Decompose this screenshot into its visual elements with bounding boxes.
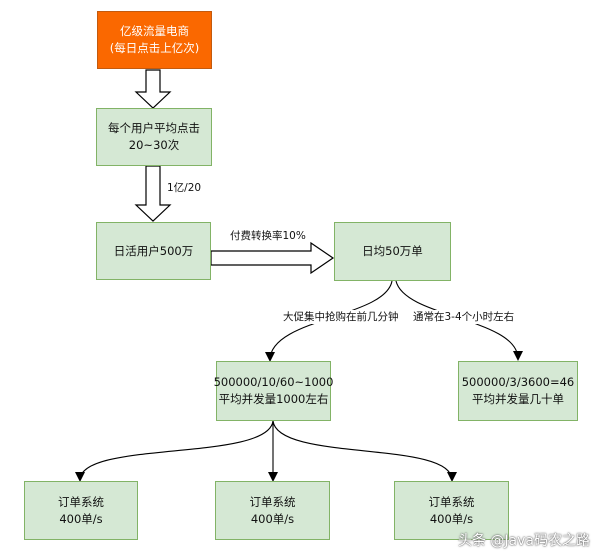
edge-label-orders-to-normal: 通常在3-4个小时左右	[413, 310, 515, 324]
node-promo-calc-line2: 平均并发量1000左右	[218, 392, 329, 406]
node-start-line1: 亿级流量电商	[120, 24, 189, 38]
node-clicks-line2: 20~30次	[128, 138, 180, 152]
node-orders-line1: 日均50万单	[362, 244, 423, 258]
node-normal-calc: 500000/3/3600=46 平均并发量几十单	[458, 361, 578, 421]
edge-promo-to-order-sys-3	[272, 420, 457, 482]
node-dau-line1: 日活用户500万	[113, 243, 194, 258]
block-arrow-clicks-to-dau	[134, 165, 172, 222]
block-arrow-dau-to-orders	[210, 241, 335, 275]
node-order-sys-1: 订单系统 400单/s	[24, 481, 138, 540]
node-order-sys-3: 订单系统 400单/s	[394, 481, 509, 540]
node-start-line2: (每日点击上亿次)	[109, 41, 200, 55]
node-clicks-line1: 每个用户平均点击	[108, 121, 200, 135]
edge-promo-to-order-sys-1	[75, 420, 274, 482]
node-order-sys-2-line1: 订单系统	[249, 494, 296, 509]
node-order-sys-1-line1: 订单系统	[58, 494, 104, 509]
node-dau: 日活用户500万	[96, 222, 211, 280]
node-order-sys-1-line2: 400单/s	[59, 511, 103, 526]
edge-label-clicks-to-dau: 1亿/20	[167, 181, 202, 195]
node-orders: 日均50万单	[334, 222, 451, 281]
node-order-sys-2: 订单系统 400单/s	[215, 481, 330, 540]
node-promo-calc-line1: 500000/10/60~1000	[213, 375, 334, 389]
node-promo-calc: 500000/10/60~1000 平均并发量1000左右	[213, 361, 334, 421]
block-arrow-start-to-clicks	[134, 69, 172, 109]
edge-label-dau-to-orders: 付费转换率10%	[230, 229, 306, 243]
node-start: 亿级流量电商 (每日点击上亿次)	[97, 11, 212, 69]
node-clicks: 每个用户平均点击 20~30次	[96, 108, 212, 166]
node-order-sys-2-line2: 400单/s	[250, 511, 295, 526]
edge-label-orders-to-promo: 大促集中抢购在前几分钟	[283, 310, 399, 324]
node-order-sys-3-line2: 400单/s	[429, 511, 474, 526]
node-order-sys-3-line1: 订单系统	[428, 494, 475, 509]
node-normal-calc-line2: 平均并发量几十单	[472, 392, 564, 406]
watermark: 头条 @Java码农之路	[457, 533, 590, 549]
node-normal-calc-line1: 500000/3/3600=46	[461, 375, 575, 389]
